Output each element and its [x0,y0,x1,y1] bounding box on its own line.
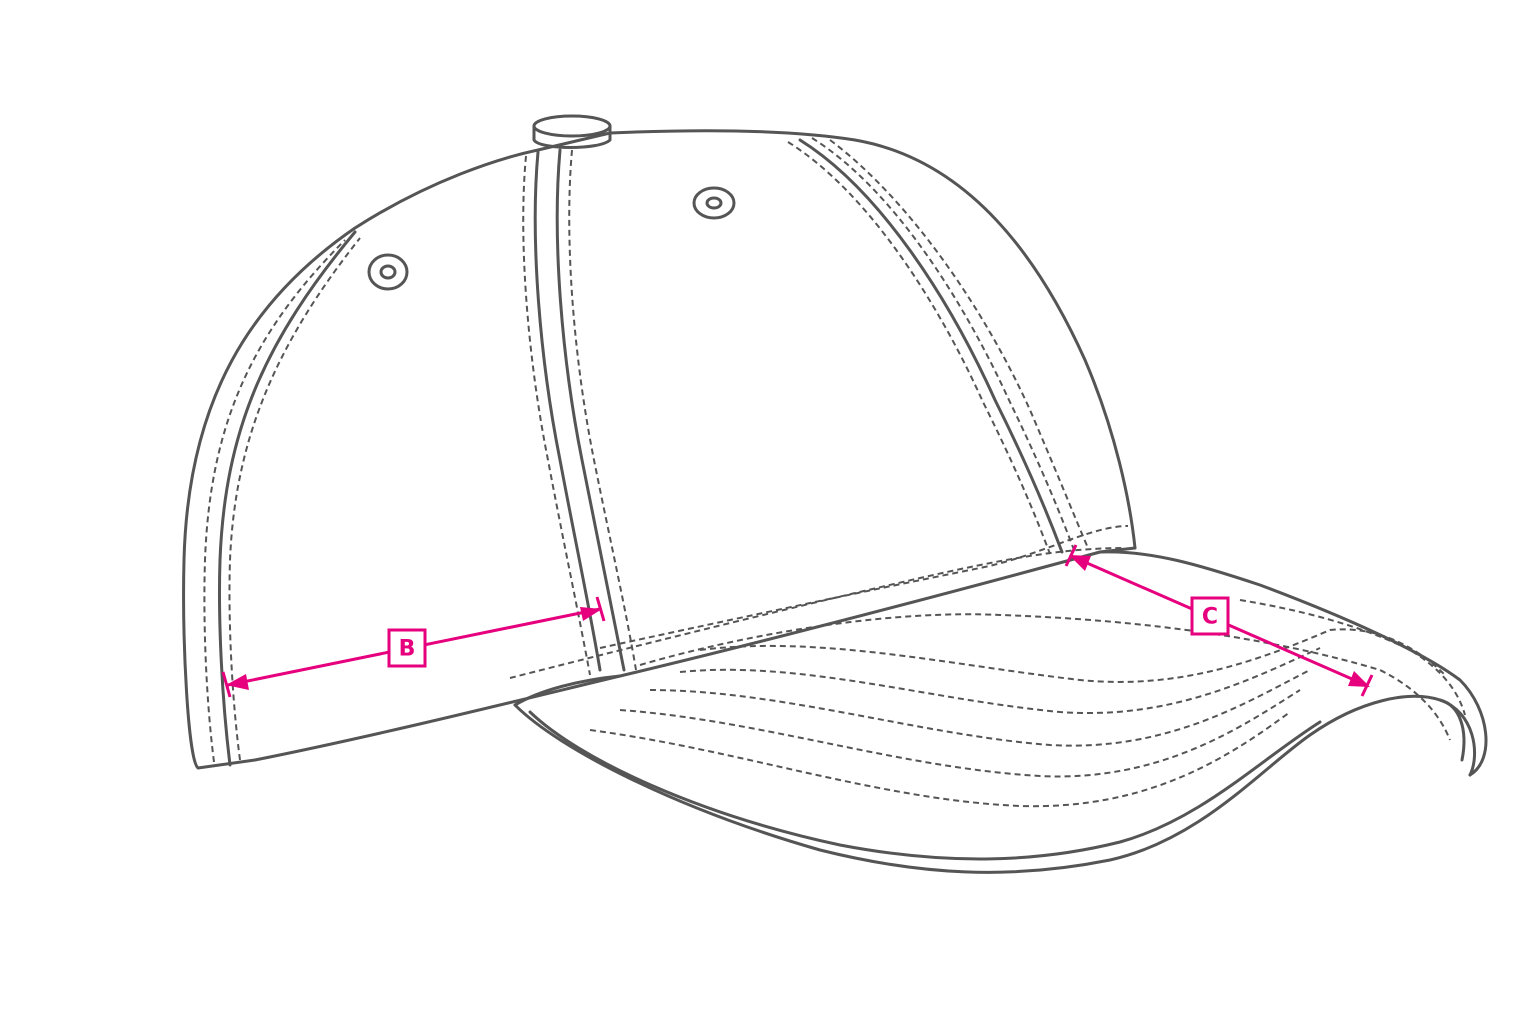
brim-stitch-1 [639,613,1451,741]
sweatband-stitch-2 [599,525,1129,649]
crown-right-stitch-3 [829,139,1089,549]
measurement-b-label-box [387,628,427,668]
brim-stitch-3 [679,647,1321,714]
sweatband-stitch-1 [509,547,1126,679]
brim-stitch-7 [1239,599,1466,716]
eyelet-right [692,186,736,220]
crown-center-stitch-2 [568,149,637,671]
crown-center-seam-right [555,148,626,672]
measurement-b-label: B [399,637,416,662]
button-body [532,124,612,149]
crown-side-stitch-2 [203,239,346,763]
brim-outline-top [513,550,1488,777]
measurement-b-arrow-left [226,674,249,690]
brim-outline-bottom [513,694,1477,874]
measurement-c: C [1064,544,1374,697]
crown-side-stitch-1 [228,237,361,761]
crown-side-edge [218,230,357,767]
brim-underside [528,710,1322,861]
crown-right-seam [798,138,1064,554]
cap-crown [182,114,1137,770]
crown-outline [182,129,1137,770]
measurement-c-arrow-left [1069,555,1091,571]
brim-stitch-4 [649,669,1311,747]
measurement-b-arrow-right [580,607,602,621]
button-top [532,114,612,138]
crown-center-stitch-1 [522,155,591,676]
brim-stitch-2 [699,628,1446,683]
crown-base-line [253,546,1137,762]
brim-stitch-6 [589,711,1291,808]
measurement-c-arrow-right [1348,671,1370,687]
eyelet-left [367,253,409,291]
crown-center-seam-left [533,150,602,672]
measurement-b: B [221,596,606,698]
crown-right-stitch-2 [787,141,1051,555]
measurement-b-tick-left [221,671,232,698]
measurement-c-label: C [1202,605,1218,630]
brim-stitch-5 [619,689,1301,778]
cap-brim [513,550,1488,874]
brim-rim-curl [1438,698,1466,762]
measurement-c-label-box [1190,596,1230,636]
crown-right-stitch-1 [811,137,1075,551]
